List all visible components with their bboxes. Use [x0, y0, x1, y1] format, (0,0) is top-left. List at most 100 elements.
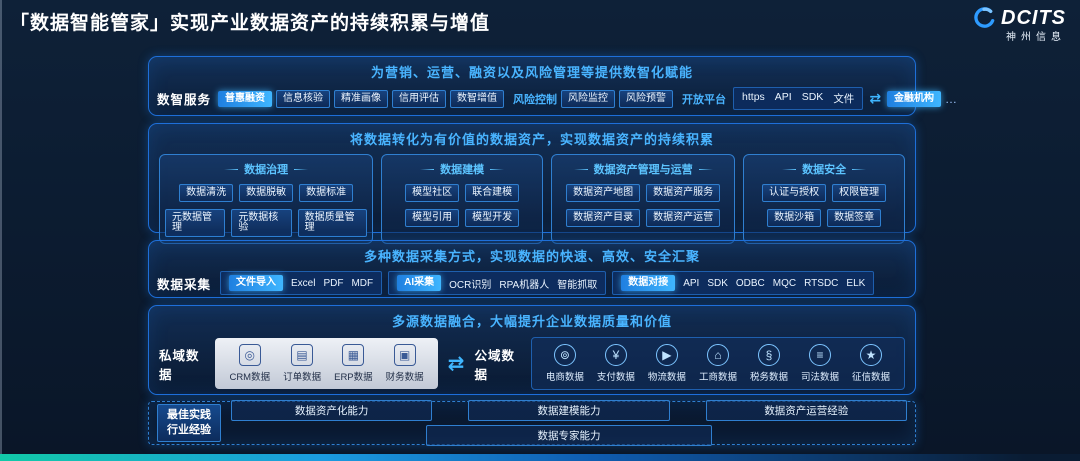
collection-panel-header: 多种数据采集方式，实现数据的快速、高效、安全汇聚: [363, 249, 700, 264]
asset-row: 模型社区联合建模: [405, 184, 520, 202]
data-item-label: 征信数据: [851, 372, 890, 383]
asset-button[interactable]: 元数据核验: [231, 209, 292, 237]
logo: DCITS 神州信息: [972, 6, 1066, 43]
asset-row: 模型引用模型开发: [405, 209, 520, 227]
asset-button[interactable]: 数据沙箱: [767, 209, 822, 227]
collection-layer-label: 数据采集: [157, 277, 212, 292]
collection-item[interactable]: Excel: [291, 277, 316, 289]
asset-button[interactable]: 数据标准: [299, 184, 354, 202]
practice-panel: 最佳实践 行业经验 数据资产化能力数据建模能力数据资产运营经验 数据专家能力: [148, 400, 916, 446]
exchange-arrow-icon: ⇄: [869, 90, 882, 106]
credit-icon: ★: [859, 344, 882, 366]
asset-group: 数据建模模型社区联合建模模型引用模型开发: [381, 154, 543, 244]
fusion-arrow-icon: ⇄: [447, 353, 465, 375]
service-button[interactable]: 精准画像: [334, 89, 389, 108]
asset-group-title: 数据治理: [224, 161, 308, 177]
collection-item[interactable]: ELK: [846, 277, 866, 289]
asset-group: 数据安全认证与授权权限管理数据沙箱数据签章: [743, 154, 906, 244]
asset-button[interactable]: 认证与授权: [762, 184, 827, 202]
asset-row: 数据沙箱数据签章: [767, 209, 882, 227]
asset-button[interactable]: 元数据管理: [165, 209, 226, 237]
asset-button[interactable]: 模型引用: [405, 209, 460, 227]
open-platform-label: 开放平台: [682, 93, 727, 106]
logistics-data-item: ▶ 物流数据: [648, 344, 686, 383]
collection-item[interactable]: API: [683, 277, 700, 289]
practice-body: 数据资产化能力数据建模能力数据资产运营经验 数据专家能力: [231, 400, 907, 446]
asset-button[interactable]: 数据资产地图: [566, 184, 641, 202]
asset-button[interactable]: 数据脱敏: [239, 184, 294, 202]
collection-item[interactable]: OCR识别: [449, 279, 492, 291]
credit-data-item: ★ 征信数据: [852, 344, 890, 383]
asset-panel: 将数据转化为有价值的数据资产，实现数据资产的持续积累 数据治理数据清洗数据脱敏数…: [148, 123, 916, 244]
asset-button[interactable]: 模型社区: [405, 184, 460, 202]
crm-icon: ◎: [238, 344, 261, 366]
best-practice-line2: 行业经验: [167, 424, 211, 436]
asset-group-title: 数据建模: [420, 161, 504, 177]
collection-item[interactable]: MQC: [772, 277, 797, 289]
platform-item[interactable]: API: [774, 91, 792, 103]
service-button[interactable]: 普惠融资: [218, 90, 273, 107]
collection-group: AI采集 OCR识别 RPA机器人智能抓取: [388, 271, 607, 295]
service-button[interactable]: 信息核验: [276, 89, 331, 108]
collection-tag[interactable]: 数据对接: [621, 275, 676, 291]
risk-button[interactable]: 风险预警: [619, 89, 674, 108]
asset-panel-header: 将数据转化为有价值的数据资产，实现数据资产的持续积累: [349, 132, 714, 147]
tax-data-item: §税务数据: [750, 344, 788, 383]
data-item-label: 支付数据: [596, 372, 635, 383]
platform-item[interactable]: SDK: [801, 91, 824, 103]
collection-tag[interactable]: AI采集: [397, 275, 442, 291]
collection-tag[interactable]: 文件导入: [229, 275, 284, 291]
more-ellipsis[interactable]: …: [945, 91, 958, 106]
collection-group: 数据对接 API SDK ODBC MQC RTSDC ELK: [612, 271, 875, 295]
business-icon: ⌂: [706, 344, 729, 366]
practice-top-items: 数据资产化能力 数据建模能力 数据资产运营经验: [231, 400, 907, 421]
best-practice-line1: 最佳实践: [167, 409, 211, 422]
collection-item[interactable]: PDF: [323, 277, 344, 289]
service-button[interactable]: 数智增值: [450, 89, 505, 108]
risk-button[interactable]: 风险监控: [561, 89, 616, 108]
asset-button[interactable]: 数据资产目录: [566, 209, 641, 227]
asset-group-title: 数据安全: [782, 161, 866, 177]
asset-button[interactable]: 数据质量管理: [297, 209, 368, 237]
collection-item[interactable]: RTSDC: [804, 277, 839, 289]
logistics-icon: ▶: [655, 344, 678, 366]
practice-item: 数据资产化能力: [231, 400, 433, 421]
page-title: 「数据智能管家」实现产业数据资产的持续积累与增值: [10, 13, 491, 34]
data-item-label: 电商数据: [545, 372, 584, 383]
asset-button[interactable]: 数据资产服务: [646, 184, 721, 202]
collection-item[interactable]: SDK: [707, 277, 728, 289]
practice-item: 数据资产运营经验: [705, 400, 907, 421]
business-data-item: ⌂ 工商数据: [699, 344, 737, 383]
asset-button[interactable]: 联合建模: [465, 184, 520, 202]
crm-data-item: ◎ CRM数据: [229, 344, 270, 383]
private-data-label: 私域数据: [159, 348, 200, 382]
platform-item[interactable]: https: [742, 91, 765, 103]
collection-item[interactable]: 智能抓取: [557, 279, 598, 291]
asset-button[interactable]: 权限管理: [832, 184, 887, 202]
service-layer-label: 数智服务: [157, 93, 212, 107]
bottom-accent-bar: [0, 454, 1080, 461]
fusion-panel: 多源数据融合，大幅提升企业数据质量和价值 私域数据 ◎CRM数据▤订单数据▦ER…: [148, 305, 916, 395]
platform-item[interactable]: 文件: [833, 93, 855, 105]
practice-item: 数据建模能力: [468, 400, 670, 421]
service-button[interactable]: 信用评估: [392, 89, 447, 108]
asset-button[interactable]: 数据清洗: [179, 184, 234, 202]
asset-group: 数据治理数据清洗数据脱敏数据标准元数据管理元数据核验数据质量管理: [159, 154, 374, 244]
data-item-label: CRM数据: [229, 372, 271, 383]
ecommerce-data-item: ⊚电商数据: [546, 344, 584, 383]
data-item-label: 工商数据: [698, 372, 737, 383]
collection-item[interactable]: ODBC: [735, 277, 765, 289]
collection-item[interactable]: RPA机器人: [499, 279, 550, 291]
asset-button[interactable]: 模型开发: [465, 209, 520, 227]
data-item-label: 物流数据: [647, 372, 686, 383]
logo-brand: DCITS: [1001, 6, 1066, 29]
collection-item[interactable]: MDF: [351, 277, 374, 289]
asset-button[interactable]: 数据签章: [827, 209, 882, 227]
financial-institution-button[interactable]: 金融机构: [887, 90, 942, 107]
payment-icon: ¥: [604, 344, 627, 366]
data-item-label: 订单数据: [283, 372, 322, 383]
asset-button[interactable]: 数据资产运营: [646, 209, 721, 227]
judicial-icon: ≡: [808, 344, 831, 366]
order-data-item: ▤订单数据: [283, 344, 321, 383]
